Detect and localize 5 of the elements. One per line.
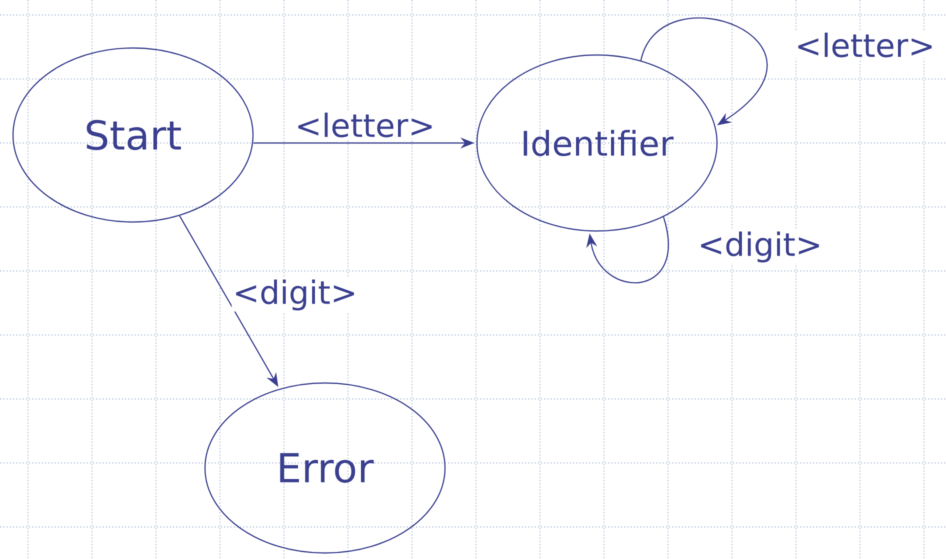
edge-label: <letter>	[798, 32, 932, 58]
edge-label: <letter>	[298, 112, 432, 138]
arrow	[586, 216, 669, 284]
edge-label: <digit>	[701, 232, 819, 262]
edge-label: <digit>	[236, 280, 354, 310]
